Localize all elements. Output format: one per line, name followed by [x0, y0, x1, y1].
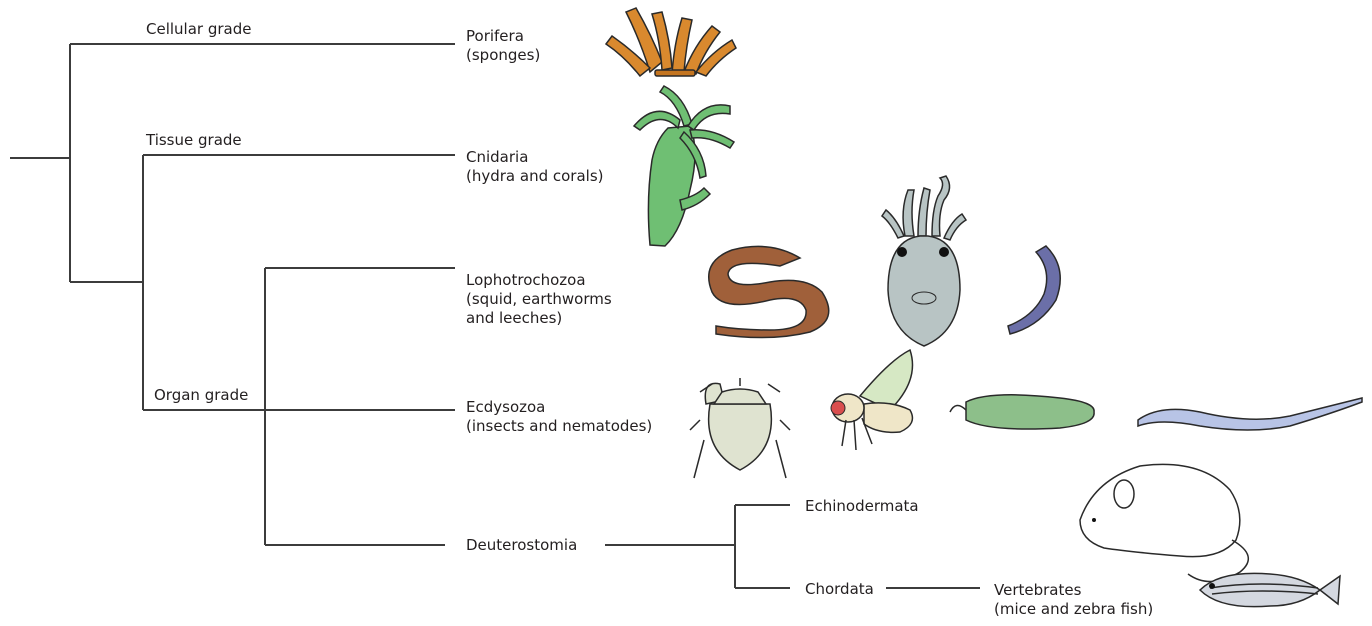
taxon-echinodermata: Echinodermata [805, 497, 919, 516]
taxon-examples: (sponges) [466, 46, 540, 65]
zebrafish-icon [1200, 573, 1340, 606]
taxon-name: Ecdysozoa [466, 398, 652, 417]
taxon-name: Vertebrates [994, 581, 1153, 600]
taxon-examples: and leeches) [466, 309, 612, 328]
stink-bug-icon [690, 378, 790, 478]
grade-label-organ: Organ grade [154, 386, 248, 405]
taxon-cnidaria: Cnidaria (hydra and corals) [466, 148, 604, 186]
hydra-icon [634, 86, 734, 246]
taxon-ecdysozoa: Ecdysozoa (insects and nematodes) [466, 398, 652, 436]
taxon-chordata: Chordata [805, 580, 874, 599]
taxon-examples: (mice and zebra fish) [994, 600, 1153, 619]
larva-icon [950, 395, 1094, 429]
taxon-examples: (insects and nematodes) [466, 417, 652, 436]
taxon-porifera: Porifera (sponges) [466, 27, 540, 65]
fruit-fly-icon [831, 350, 913, 450]
grade-label-cellular: Cellular grade [146, 20, 251, 39]
nematode-icon [1138, 398, 1362, 430]
sponge-icon [606, 8, 736, 76]
mouse-icon [1080, 464, 1248, 581]
earthworm-icon [709, 246, 829, 337]
taxon-deuterostomia: Deuterostomia [466, 536, 577, 555]
taxon-examples: (hydra and corals) [466, 167, 604, 186]
taxon-lophotrochozoa: Lophotrochozoa (squid, earthworms and le… [466, 271, 612, 328]
squid-icon [882, 176, 966, 346]
taxon-vertebrates: Vertebrates (mice and zebra fish) [994, 581, 1153, 619]
taxon-name: Lophotrochozoa [466, 271, 612, 290]
taxon-examples: (squid, earthworms [466, 290, 612, 309]
taxon-name: Cnidaria [466, 148, 604, 167]
leech-icon [1008, 246, 1060, 334]
grade-label-tissue: Tissue grade [146, 131, 242, 150]
taxon-name: Porifera [466, 27, 540, 46]
